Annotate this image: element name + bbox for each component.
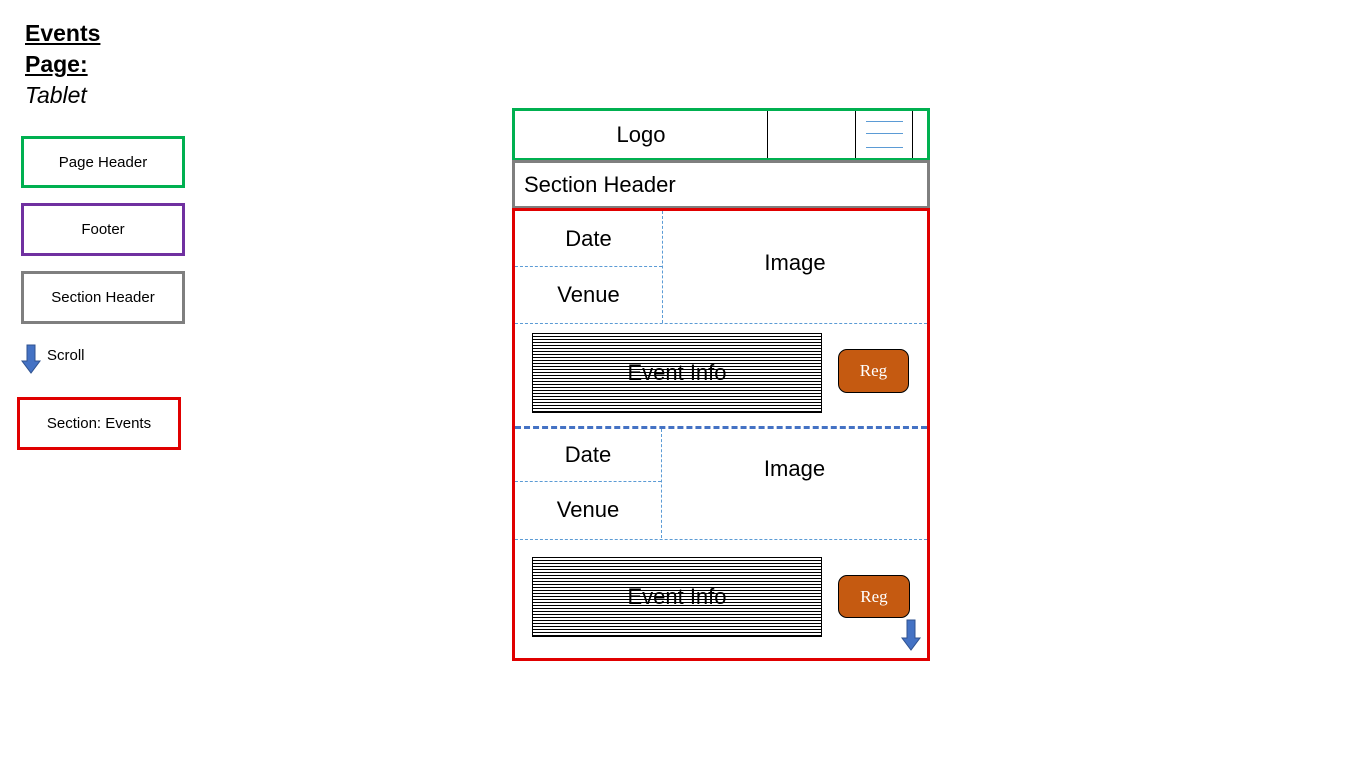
page-title-line-1: Events	[25, 20, 101, 46]
event-info-box: Event Info	[532, 333, 822, 413]
legend-section-events-label: Section: Events	[46, 415, 152, 432]
legend-section-events: Section: Events	[17, 397, 181, 450]
event-info-label: Event Info	[627, 584, 727, 609]
legend-page-header: Page Header	[21, 136, 185, 188]
register-button[interactable]: Reg	[838, 575, 910, 618]
header-divider	[912, 111, 913, 158]
scroll-arrow-icon	[21, 344, 41, 374]
event-image: Image	[764, 249, 826, 275]
legend-footer-label: Footer	[81, 221, 125, 238]
legend-section-header-label: Section Header	[51, 289, 155, 306]
event-venue: Venue	[557, 282, 620, 307]
cell-divider	[515, 481, 661, 482]
wireframe-events-section: Date Venue Image Event Info Reg Date Ven…	[512, 208, 930, 661]
cell-divider	[662, 211, 663, 323]
legend-footer: Footer	[21, 203, 185, 256]
header-divider	[767, 111, 768, 158]
logo-placeholder: Logo	[616, 121, 666, 147]
page-title-line-2: Page:	[25, 51, 88, 77]
row-divider	[515, 539, 927, 540]
event-image: Image	[763, 456, 826, 481]
register-button[interactable]: Reg	[838, 349, 909, 393]
event-info-box: Event Info	[532, 557, 822, 637]
page-subtitle: Tablet	[25, 82, 87, 108]
event-date: Date	[565, 225, 612, 251]
legend-page-header-label: Page Header	[58, 153, 148, 171]
header-divider	[855, 111, 856, 158]
row-divider	[515, 323, 927, 324]
event-venue: Venue	[556, 497, 620, 522]
scroll-arrow-icon	[901, 619, 921, 651]
event-date: Date	[564, 442, 612, 467]
section-header-label: Section Header	[524, 171, 676, 197]
event-separator	[515, 426, 927, 429]
hamburger-menu-icon[interactable]	[866, 120, 903, 150]
wireframe-section-header: Section Header	[512, 160, 930, 209]
cell-divider	[661, 429, 662, 538]
legend-section-header: Section Header	[21, 271, 185, 324]
wireframe-page-header: Logo	[512, 108, 930, 161]
cell-divider	[515, 266, 662, 267]
legend-scroll-label: Scroll	[47, 347, 85, 364]
event-info-label: Event Info	[627, 360, 727, 385]
